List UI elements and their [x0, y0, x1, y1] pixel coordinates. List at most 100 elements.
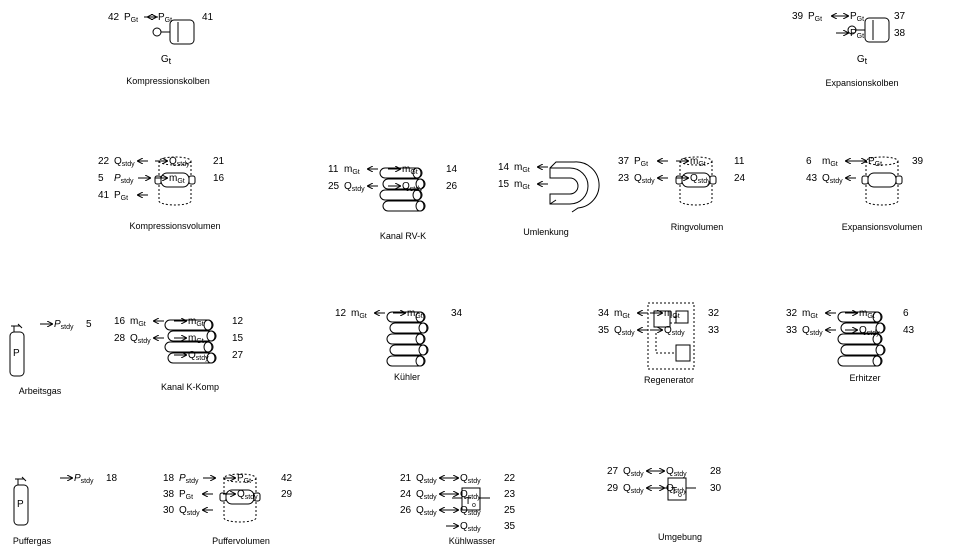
port-symbol: PGt	[634, 156, 648, 168]
port-number: 28	[710, 466, 722, 477]
piston-icon	[152, 19, 195, 45]
port-number: 6	[806, 156, 812, 167]
port-symbol: mGt	[664, 308, 680, 320]
port-symbol: Pstdy	[54, 319, 74, 331]
port-symbol: PGt	[868, 156, 882, 168]
port-number: 5	[86, 319, 92, 330]
port-symbol: mGt	[351, 308, 367, 320]
component-arbeitsgas: Pstdy 5	[40, 319, 92, 331]
component-label: Kompressionsvolumen	[129, 221, 220, 231]
port-symbol: Qstdy	[416, 473, 437, 485]
port-symbol: Qstdy	[130, 333, 151, 345]
port-symbol: Qstdy	[402, 181, 423, 193]
gas-bottle-icon: P	[13, 476, 29, 526]
component-label: Kühlwasser	[449, 536, 496, 546]
port-number: 15	[232, 333, 244, 344]
port-symbol: Qstdy	[664, 325, 685, 337]
port-number: 30	[710, 483, 722, 494]
port-symbol: mGt	[514, 179, 530, 191]
port-number: 32	[786, 308, 798, 319]
port-symbol: mGt	[614, 308, 630, 320]
regenerator-icon	[647, 302, 695, 370]
svg-text:o: o	[678, 492, 682, 499]
volume-cylinder-icon	[675, 156, 717, 206]
component-label: Arbeitsgas	[19, 386, 62, 396]
port-number: 41	[98, 190, 110, 201]
component-label: Puffervolumen	[212, 536, 270, 546]
port-number: 41	[202, 12, 214, 23]
port-symbol: Qstdy	[416, 505, 437, 517]
port-symbol: Qstdy	[614, 325, 635, 337]
component-label: Regenerator	[644, 375, 694, 385]
u-bend-icon	[549, 161, 600, 213]
port-symbol: Qstdy	[623, 483, 644, 495]
piston-icon	[847, 17, 890, 43]
port-symbol: Qstdy	[666, 466, 687, 478]
port-number: 34	[451, 308, 463, 319]
port-number: 30	[163, 505, 175, 516]
port-number: 15	[498, 179, 510, 190]
port-number: 39	[912, 156, 924, 167]
component-label: Kühler	[394, 372, 420, 382]
port-number: 28	[114, 333, 126, 344]
port-number: 33	[708, 325, 720, 336]
port-number: 25	[504, 505, 516, 516]
port-number: 22	[98, 156, 110, 167]
port-number: 27	[232, 350, 244, 361]
port-number: 23	[618, 173, 630, 184]
port-symbol: Qstdy	[188, 350, 209, 362]
port-symbol: Pstdy	[179, 473, 199, 485]
component-label: Puffergas	[13, 536, 52, 546]
port-number: 29	[281, 489, 293, 500]
port-number: 34	[598, 308, 610, 319]
port-number: 11	[734, 156, 745, 167]
port-symbol: PGt	[850, 28, 864, 40]
port-symbol: Pstdy	[114, 173, 134, 185]
port-number: 42	[108, 12, 120, 23]
port-number: 16	[213, 173, 225, 184]
port-number: 33	[786, 325, 798, 336]
port-symbol: Qstdy	[169, 156, 190, 168]
port-symbol: Qstdy	[822, 173, 843, 185]
port-number: 27	[607, 466, 619, 477]
svg-text:P: P	[17, 499, 24, 510]
port-symbol: mGt	[514, 162, 530, 174]
component-label: Kanal K-Komp	[161, 382, 219, 392]
port-number: 38	[894, 28, 906, 39]
port-symbol: mGt	[402, 164, 418, 176]
port-number: 5	[98, 173, 104, 184]
port-number: 16	[114, 316, 126, 327]
component-label: Kanal RV-K	[380, 231, 426, 241]
port-symbol: Qstdy	[623, 466, 644, 478]
port-symbol: Qstdy	[690, 173, 711, 185]
port-symbol: Qstdy	[416, 489, 437, 501]
port-number: 39	[792, 11, 804, 22]
port-symbol: Qstdy	[237, 489, 258, 501]
port-symbol: mGt	[822, 156, 838, 168]
port-symbol: Qstdy	[344, 181, 365, 193]
svg-text:T: T	[671, 486, 677, 497]
component-label: Umgebung	[658, 532, 702, 542]
port-symbol: PGt	[850, 11, 864, 23]
port-number: 35	[504, 521, 516, 532]
port-symbol: mGt	[802, 308, 818, 320]
port-number: 37	[618, 156, 630, 167]
port-number: 38	[163, 489, 175, 500]
port-number: 35	[598, 325, 610, 336]
port-symbol: mGt	[859, 308, 875, 320]
port-symbol: mGt	[407, 308, 423, 320]
port-symbol: Qstdy	[460, 489, 481, 501]
tube-stack-icon	[386, 311, 429, 367]
